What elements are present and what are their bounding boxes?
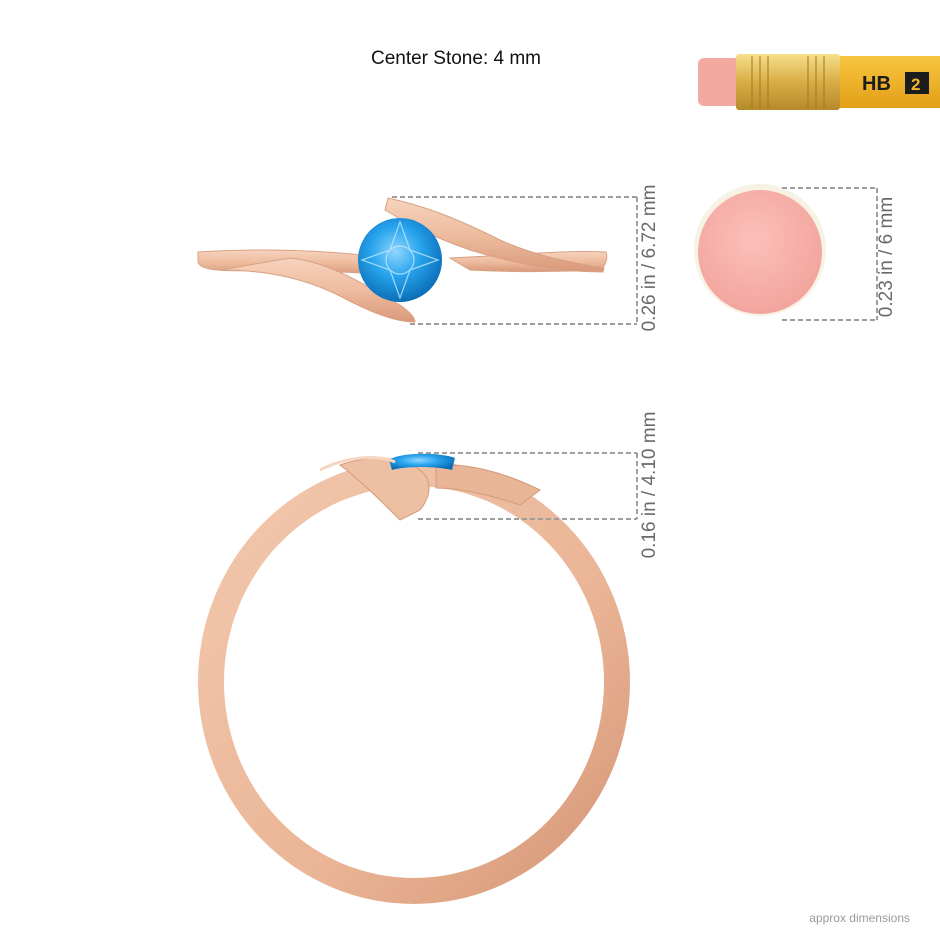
gemstone-top (358, 218, 442, 302)
pencil-eraser-tip (698, 58, 740, 106)
pencil-number-box (905, 72, 929, 94)
side-view-height-label: 0.16 in / 4.10 mm (639, 411, 660, 559)
ring-side-view (198, 453, 630, 904)
pencil-ferrule (736, 54, 840, 110)
pencil-number-label: 2 (911, 75, 920, 94)
gemstone-side (389, 453, 455, 470)
pencil-grade-label: HB (862, 73, 891, 95)
pencil-icon: HB 2 (698, 54, 940, 110)
page-title: Center Stone: 4 mm (370, 48, 542, 69)
approx-dimensions-note: approx dimensions (809, 911, 910, 925)
eraser-diameter-label: 0.23 in / 6 mm (876, 196, 897, 318)
ring-top-view (197, 197, 608, 323)
dimension-lines (392, 187, 878, 520)
top-view-height-label: 0.26 in / 6.72 mm (639, 184, 660, 332)
eraser-icon (694, 184, 826, 316)
